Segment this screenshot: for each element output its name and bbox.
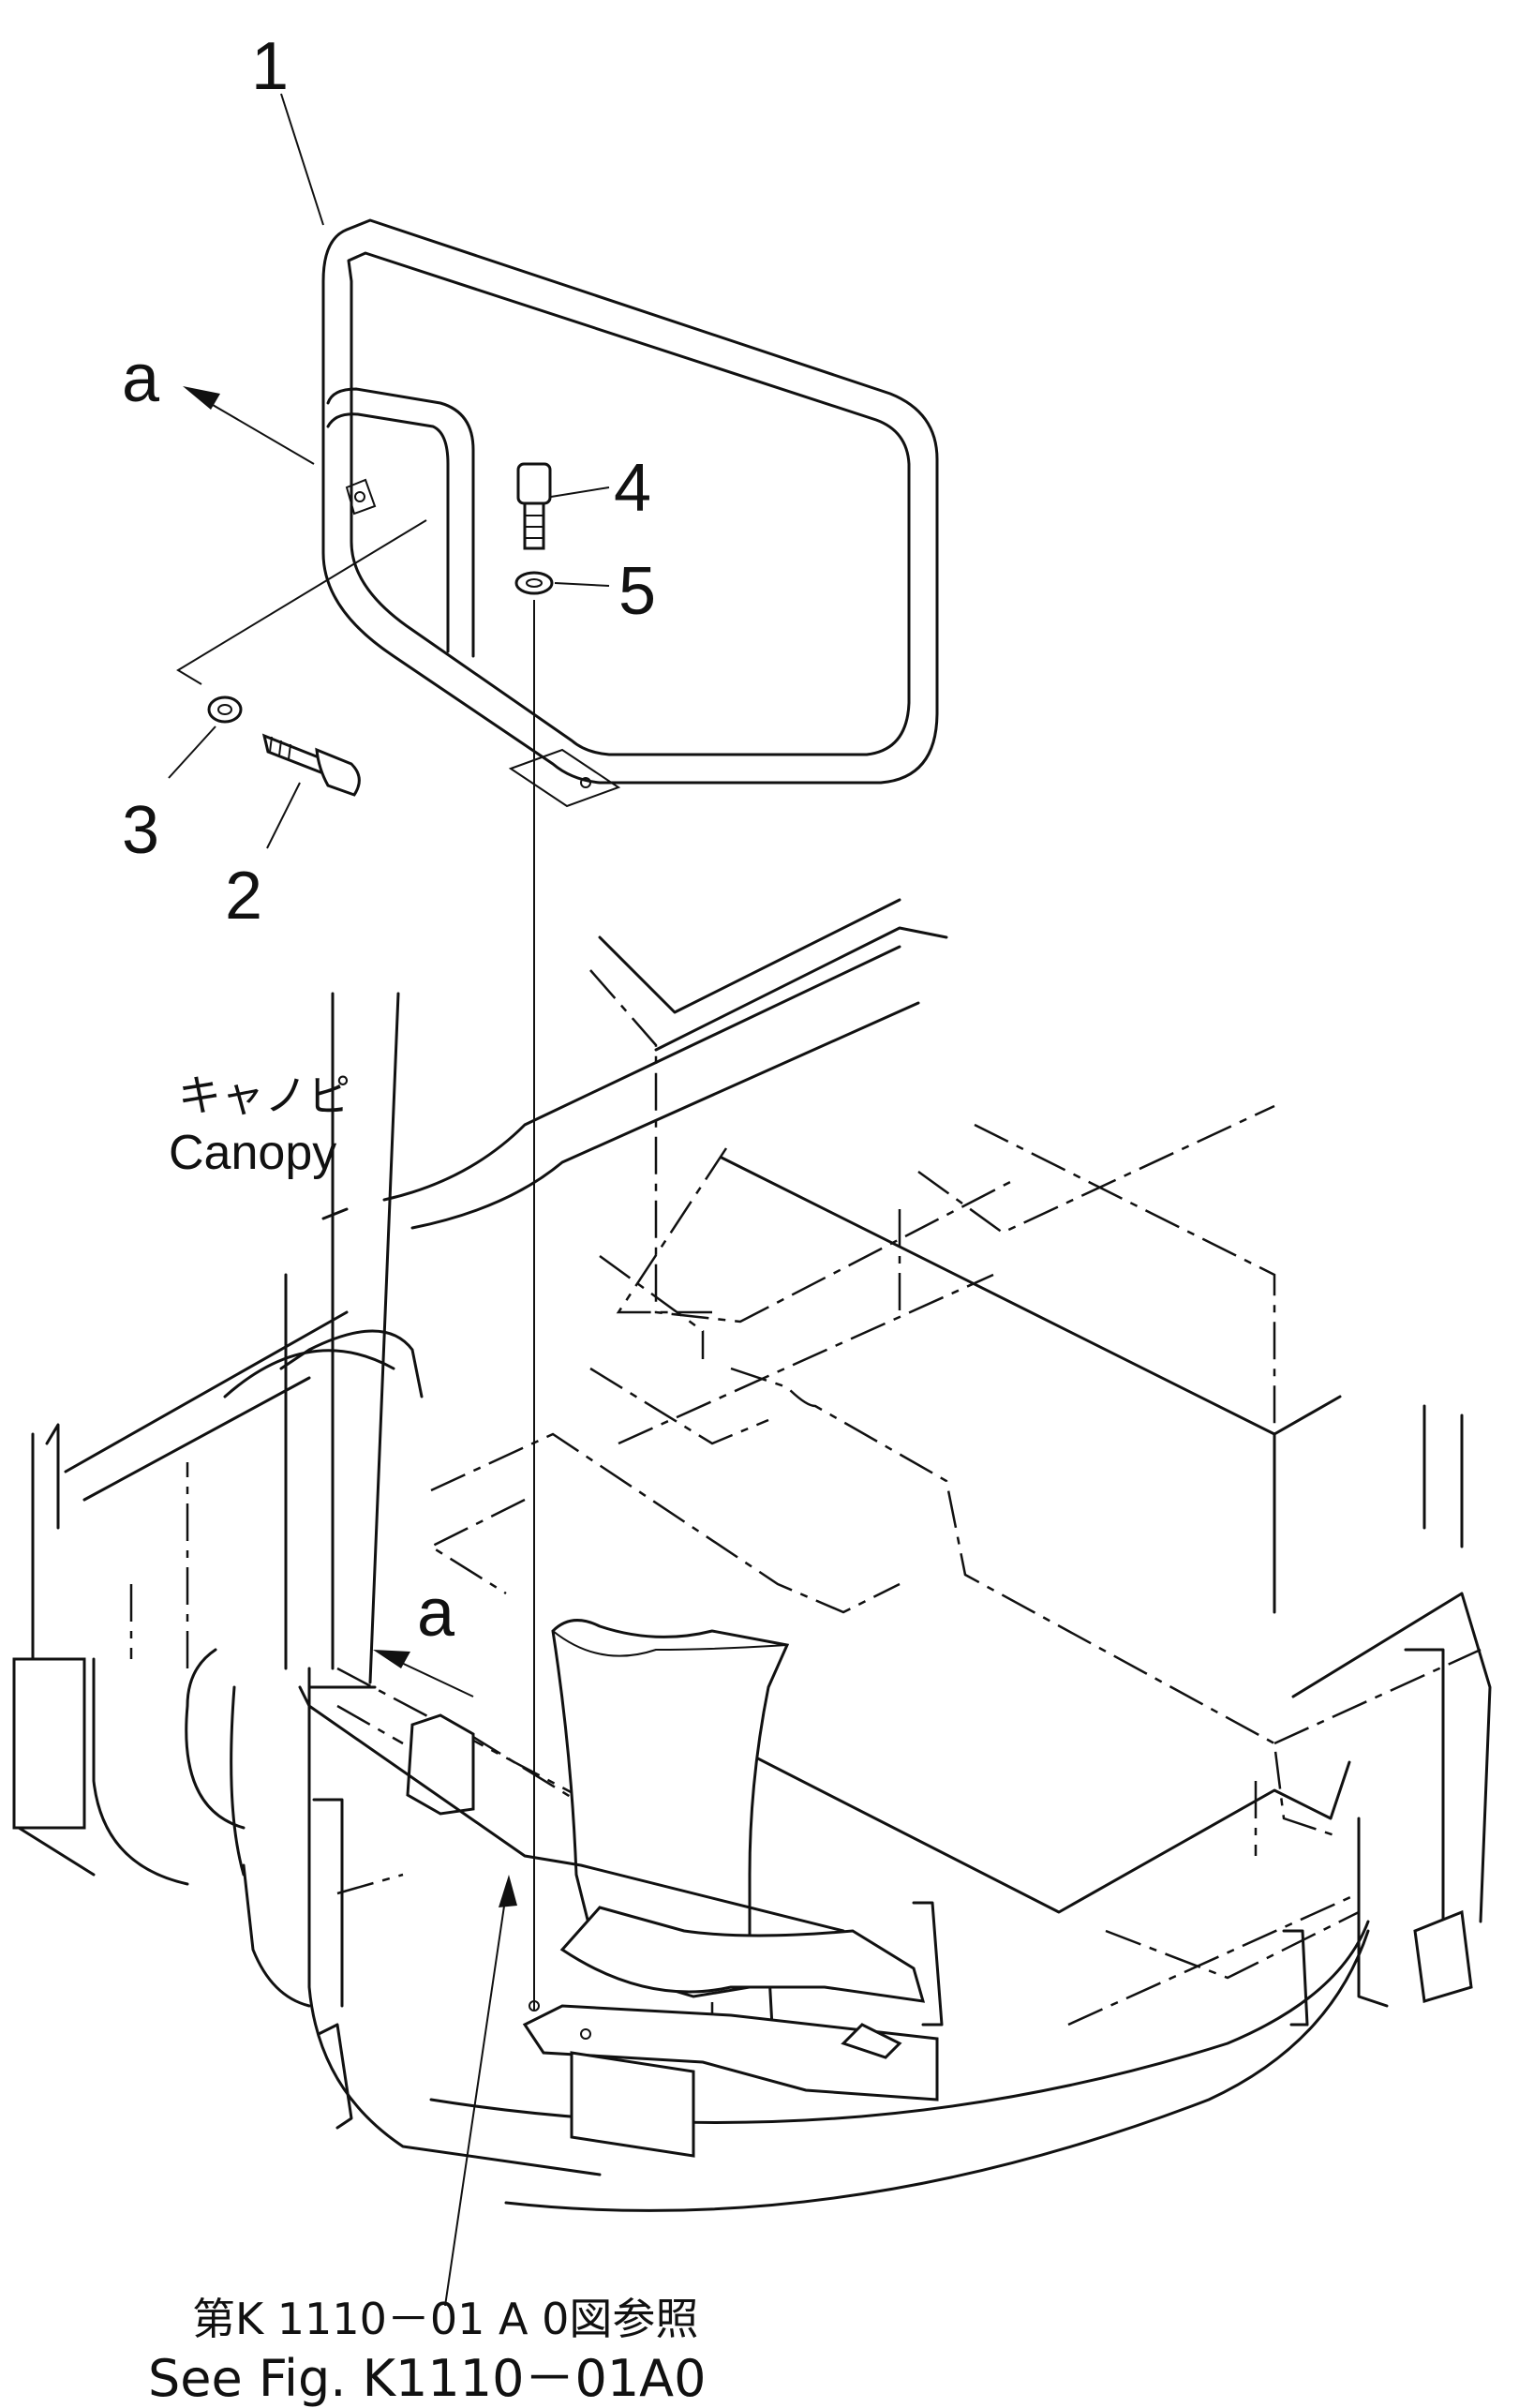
control-lever-boot	[522, 1619, 939, 2158]
leader-a-bottom	[393, 1658, 474, 1698]
callout-5: 5	[618, 554, 656, 629]
canopy-label-jp: キャノピ	[178, 1070, 350, 1121]
arrow-a-top	[183, 386, 220, 410]
callout-1: 1	[251, 29, 289, 104]
callout-2: 2	[225, 859, 262, 934]
mounting-plate	[298, 1685, 845, 2040]
bolt-2	[261, 733, 361, 797]
arrow-ref	[499, 1875, 517, 1907]
callout-3: 3	[122, 793, 159, 868]
leader-a-top	[201, 397, 315, 465]
arrow-a-bottom	[373, 1650, 410, 1668]
brackets	[12, 1657, 1473, 2130]
callout-4: 4	[614, 451, 651, 526]
guard-frame	[321, 218, 939, 808]
callout-a-bottom: a	[417, 1576, 455, 1651]
machine-body	[17, 898, 1492, 2212]
canopy-post	[284, 992, 400, 1689]
hidden-lines	[129, 969, 1482, 2027]
leader-1	[280, 93, 324, 226]
washer-5	[514, 571, 554, 595]
reference-label-en: See Fig. K1110－01A0	[148, 2349, 706, 2408]
callout-a-top: a	[122, 341, 160, 416]
leader-ref	[444, 1892, 507, 2307]
bolt-4	[516, 462, 552, 550]
reference-label-jp: 第K 1110－01 A 0図参照	[192, 2294, 698, 2344]
canopy-label-en: Canopy	[169, 1126, 336, 1180]
washer-3	[207, 695, 243, 724]
